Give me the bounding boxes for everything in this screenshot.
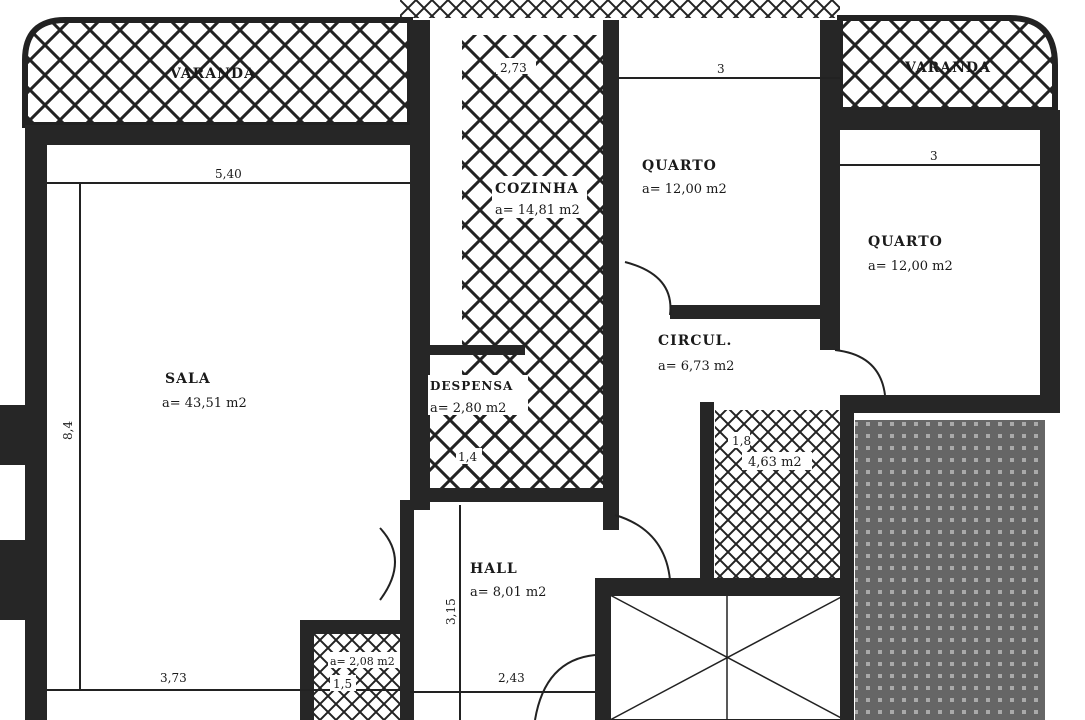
- doors: [47, 77, 1040, 720]
- hall-area: a= 8,01 m2: [470, 585, 546, 600]
- despensa-area: a= 2,80 m2: [430, 401, 506, 416]
- cozinha-label: COZINHA: [495, 181, 579, 197]
- varanda-left-label: VARANDA: [169, 66, 256, 82]
- dim-cozinha-width: 2,73: [500, 61, 527, 75]
- hall-label: HALL: [470, 561, 518, 577]
- bath-area: 4,63 m2: [748, 455, 802, 470]
- stairwell: [855, 420, 1045, 720]
- dimension-labels: 5,40 8,4 3,73 2,73 3 3 1,4 1,8 3,15 2,43…: [61, 58, 938, 691]
- dim-sala-bottom: 3,73: [160, 671, 187, 685]
- room-labels: VARANDA VARANDA SALA a= 43,51 m2 COZINHA…: [162, 60, 991, 668]
- varanda-right: [837, 15, 1058, 113]
- sala-area: a= 43,51 m2: [162, 396, 247, 411]
- quarto-1-label: QUARTO: [642, 158, 717, 174]
- dim-sala-width: 5,40: [215, 167, 242, 181]
- dim-hall-depth: 3,15: [444, 598, 458, 625]
- dim-quarto-1-width: 3: [717, 62, 725, 76]
- quarto-2-label: QUARTO: [868, 234, 943, 250]
- dim-hall-width: 2,43: [498, 671, 525, 685]
- varanda-left: [22, 17, 413, 128]
- quarto-2-area: a= 12,00 m2: [868, 259, 953, 274]
- dim-despensa-width: 1,4: [458, 450, 477, 464]
- sala-label: SALA: [165, 371, 211, 387]
- cozinha-area: a= 14,81 m2: [495, 203, 580, 218]
- circul-area: a= 6,73 m2: [658, 359, 734, 374]
- top-grille: [400, 0, 840, 18]
- dim-wc-width: 1,5: [333, 677, 352, 691]
- circul-label: CIRCUL.: [658, 333, 732, 349]
- varanda-right-label: VARANDA: [904, 60, 991, 76]
- walls: [0, 20, 1060, 720]
- dim-bath-width: 1,8: [732, 434, 751, 448]
- dim-sala-depth: 8,4: [61, 421, 75, 440]
- wc-area: a= 2,08 m2: [330, 655, 395, 668]
- despensa-label: DESPENSA: [430, 379, 513, 393]
- wc-floor: [310, 628, 405, 720]
- quarto-1-area: a= 12,00 m2: [642, 182, 727, 197]
- dim-quarto-2-width: 3: [930, 149, 938, 163]
